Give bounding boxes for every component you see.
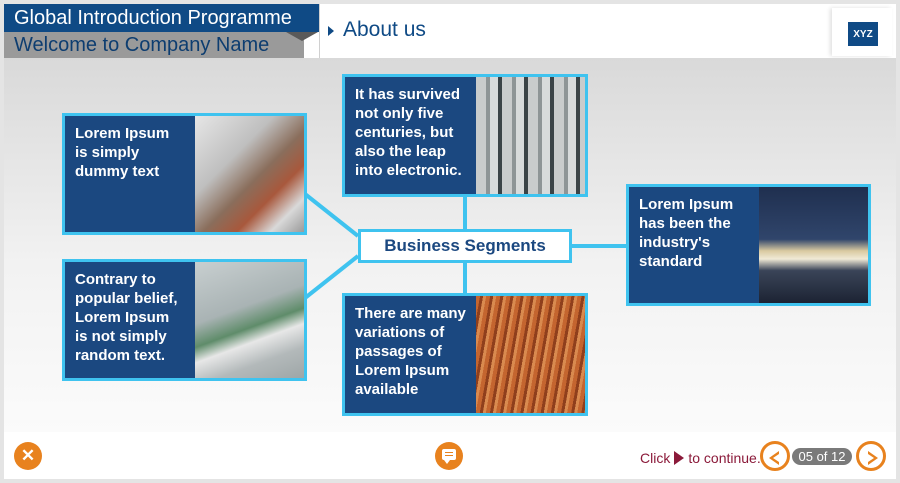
segment-card-5[interactable]: Lorem Ipsum has been the industry's stan… [626,184,871,306]
click-prefix: Click [640,450,671,466]
next-arrow-icon [868,451,878,465]
close-icon: ✕ [20,446,36,465]
next-button[interactable] [856,441,886,471]
course-title: Global Introduction Programme [4,4,319,32]
previous-button[interactable] [760,441,790,471]
electrical-terminals-photo [476,77,585,194]
building-balconies-photo [195,116,304,232]
logo-text: XYZ [848,22,878,46]
segment-card-2[interactable]: Contrary to popular belief, Lorem Ipsum … [62,259,307,381]
footer-bar: ✕ Click to continue. 05 of 12 [4,432,896,479]
click-arrow-icon [674,451,685,465]
click-suffix: to continue. [688,450,761,466]
course-subtitle: Welcome to Company Name [4,32,304,58]
modern-building-night-photo [759,187,868,303]
segment-card-3[interactable]: It has survived not only five centuries,… [342,74,588,197]
segment-card-text: It has survived not only five centuries,… [345,77,476,194]
page-counter: 05 of 12 [792,448,852,465]
header-divider [319,4,320,58]
segment-card-text: There are many variations of passages of… [345,296,476,413]
segment-card-text: Contrary to popular belief, Lorem Ipsum … [65,262,195,378]
close-button[interactable]: ✕ [14,442,42,470]
boat-bow-photo [195,262,304,378]
prev-arrow-icon [769,451,779,465]
segment-card-1[interactable]: Lorem Ipsum is simply dummy text [62,113,307,235]
segment-card-text: Lorem Ipsum is simply dummy text [65,116,195,232]
page-title: About us [343,18,426,41]
subtitle-tab-icon [286,32,318,41]
cable-reel-photo [476,296,585,413]
segment-card-text: Lorem Ipsum has been the industry's stan… [629,187,759,303]
center-label-box: Business Segments [358,229,572,263]
continue-instruction: Click to continue. [640,450,761,466]
segment-card-4[interactable]: There are many variations of passages of… [342,293,588,416]
company-logo: XYZ [832,8,892,56]
heading-arrow-icon [328,26,334,36]
notes-button[interactable] [435,442,463,470]
